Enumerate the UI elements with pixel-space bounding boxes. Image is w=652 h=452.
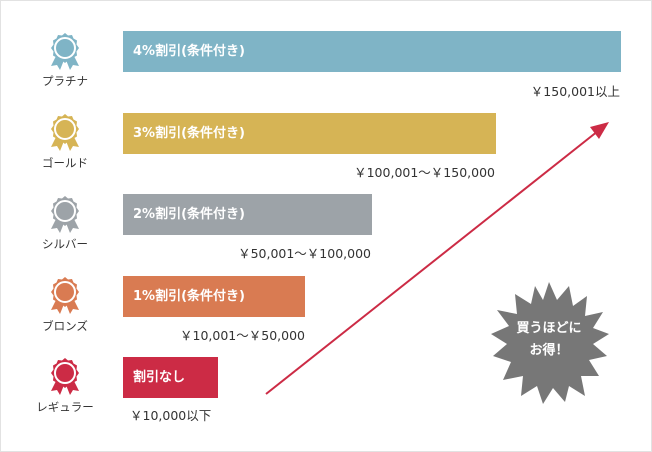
tier-name: レギュラー <box>36 400 94 414</box>
price-range: ￥50,001～￥100,000 <box>238 246 371 261</box>
tier-name: プラチナ <box>42 74 88 88</box>
discount-bar: 3%割引(条件付き) <box>123 113 496 154</box>
discount-bar: 2%割引(条件付き) <box>123 194 372 235</box>
tier-name: シルバー <box>42 237 88 251</box>
tier-name: ゴールド <box>42 156 88 170</box>
discount-bar: 1%割引(条件付き) <box>123 276 305 317</box>
award-ribbon-icon <box>51 114 79 151</box>
starburst-badge-icon <box>491 282 609 404</box>
discount-bar: 4%割引(条件付き) <box>123 31 621 72</box>
tier-name: ブロンズ <box>42 319 88 333</box>
discount-bar: 割引なし <box>123 357 218 398</box>
price-range: ￥100,001～￥150,000 <box>354 165 495 180</box>
badge-text: 買うほどに お得！ <box>487 318 611 362</box>
badge-line-2: お得！ <box>529 343 569 358</box>
award-ribbon-icon <box>51 196 79 233</box>
badge-line-1: 買うほどに <box>516 321 582 336</box>
award-ribbon-icon <box>51 277 79 314</box>
price-range: ￥10,000以下 <box>130 408 212 423</box>
price-range: ￥150,001以上 <box>530 84 620 99</box>
award-ribbon-icon <box>51 33 79 70</box>
price-range: ￥10,001～￥50,000 <box>180 328 305 343</box>
award-ribbon-icon <box>51 358 79 395</box>
